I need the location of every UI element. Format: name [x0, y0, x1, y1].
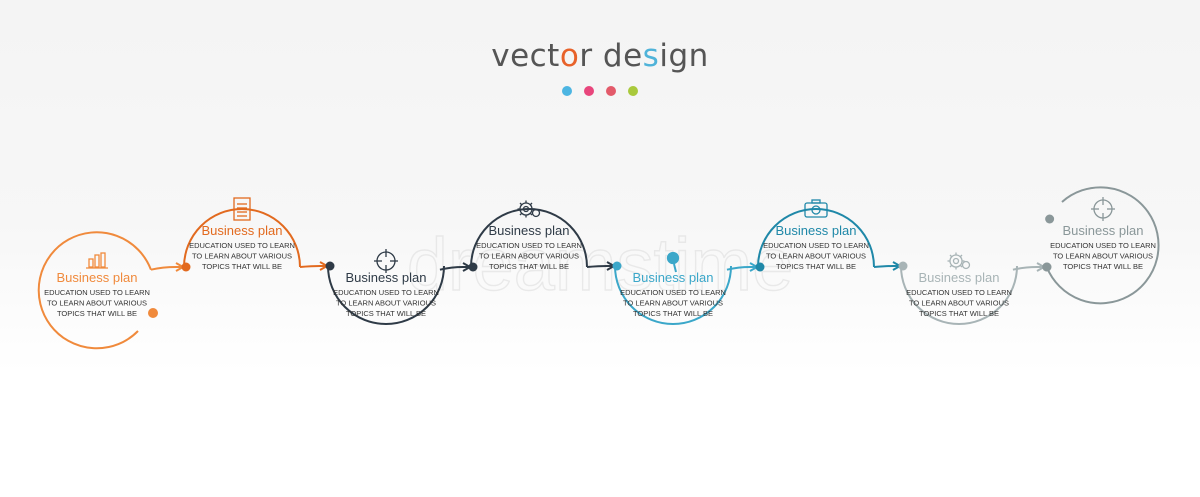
step-title: Business plan: [633, 270, 714, 285]
gears-icon-tooth: [519, 202, 523, 206]
step-title: Business plan: [489, 223, 570, 238]
gears-icon-hub: [522, 205, 530, 213]
step-description-line: TOPICS THAT WILL BE: [633, 309, 713, 318]
step-circle-outline: [183, 208, 301, 268]
step-circle-outline: [1045, 186, 1160, 305]
camera-icon-top: [811, 199, 821, 204]
step-description-line: EDUCATION USED TO LEARN: [763, 241, 869, 250]
step-description-line: TOPICS THAT WILL BE: [489, 262, 569, 271]
step-description-line: TOPICS THAT WILL BE: [346, 309, 426, 318]
title-block: vector design: [0, 38, 1200, 74]
step-start-dot: [1045, 214, 1055, 224]
step-circle-outline: [37, 231, 152, 350]
step-connector: [873, 265, 899, 268]
gears-icon-gear: [531, 208, 541, 218]
gears-icon-tooth: [949, 254, 953, 258]
step-title: Business plan: [1063, 223, 1144, 238]
step-end-dot: [1042, 262, 1052, 272]
step-description-line: TOPICS THAT WILL BE: [919, 309, 999, 318]
step-description-line: TO LEARN ABOUT VARIOUS: [909, 299, 1009, 308]
step-start-dot: [755, 262, 765, 272]
step-description-line: TOPICS THAT WILL BE: [57, 309, 137, 318]
decorative-dots: [0, 83, 1200, 101]
step-connector: [726, 266, 756, 271]
title-letter-o: o: [559, 38, 580, 74]
step-description-line: TO LEARN ABOUT VARIOUS: [1053, 252, 1153, 261]
step-description-line: TO LEARN ABOUT VARIOUS: [623, 299, 723, 308]
step-description-line: EDUCATION USED TO LEARN: [44, 288, 150, 297]
step-description-line: EDUCATION USED TO LEARN: [189, 241, 295, 250]
gears-icon-tooth: [959, 254, 963, 258]
step-description-line: EDUCATION USED TO LEARN: [476, 241, 582, 250]
bar-chart-icon-bar: [100, 252, 106, 268]
title-part-3: ign: [659, 38, 709, 74]
step-connector: [586, 265, 613, 268]
title-letter-s: s: [642, 38, 660, 74]
step-start-dot: [468, 262, 478, 272]
step-description-line: EDUCATION USED TO LEARN: [620, 288, 726, 297]
title-part-2: r de: [579, 38, 643, 74]
step-connector: [1012, 266, 1043, 271]
step-connector: [439, 266, 469, 271]
step-description-line: EDUCATION USED TO LEARN: [1050, 241, 1156, 250]
dot-red: [606, 86, 616, 96]
step-end-dot: [148, 308, 159, 319]
title-part-1: vect: [491, 38, 560, 74]
gears-icon-tooth: [949, 264, 953, 268]
step-title: Business plan: [776, 223, 857, 238]
step-circle-outline: [614, 265, 732, 325]
step-connector: [299, 265, 326, 268]
document-icon-page: [233, 197, 251, 221]
bar-chart-icon-bar: [88, 258, 94, 268]
gears-icon-tooth: [519, 212, 523, 216]
step-description-line: TO LEARN ABOUT VARIOUS: [336, 299, 436, 308]
dot-blue: [562, 86, 572, 96]
gears-icon-tooth: [529, 212, 533, 216]
step-description-line: TOPICS THAT WILL BE: [202, 262, 282, 271]
gears-icon-tooth: [529, 202, 533, 206]
step-description-line: EDUCATION USED TO LEARN: [333, 288, 439, 297]
search-icon-lens: [666, 251, 680, 265]
step-circle-outline: [327, 265, 445, 325]
step-description-line: TO LEARN ABOUT VARIOUS: [766, 252, 866, 261]
step-description-line: TO LEARN ABOUT VARIOUS: [47, 299, 147, 308]
step-circle-outline: [900, 265, 1018, 325]
search-icon-handle: [673, 263, 677, 273]
step-start-dot: [325, 261, 335, 271]
step-description-line: TO LEARN ABOUT VARIOUS: [479, 252, 579, 261]
gears-icon-gear: [949, 254, 963, 268]
step-description-line: EDUCATION USED TO LEARN: [906, 288, 1012, 297]
step-connector: [150, 266, 182, 271]
bar-chart-icon-bar: [94, 254, 100, 268]
page-title: vector design: [491, 38, 709, 74]
dot-green: [628, 86, 638, 96]
step-title: Business plan: [919, 270, 1000, 285]
step-description-line: TOPICS THAT WILL BE: [776, 262, 856, 271]
dot-pink: [584, 86, 594, 96]
camera-icon-lens: [811, 205, 821, 215]
step-title: Business plan: [57, 270, 138, 285]
step-start-dot: [181, 262, 191, 272]
step-description-line: TO LEARN ABOUT VARIOUS: [192, 252, 292, 261]
gears-icon-hub: [952, 257, 960, 265]
step-title: Business plan: [346, 270, 427, 285]
step-circle-outline: [757, 208, 875, 268]
step-start-dot: [898, 261, 908, 271]
step-start-dot: [612, 261, 622, 271]
gears-icon-gear: [961, 260, 971, 270]
gears-icon-tooth: [959, 264, 963, 268]
step-title: Business plan: [202, 223, 283, 238]
step-description-line: TOPICS THAT WILL BE: [1063, 262, 1143, 271]
